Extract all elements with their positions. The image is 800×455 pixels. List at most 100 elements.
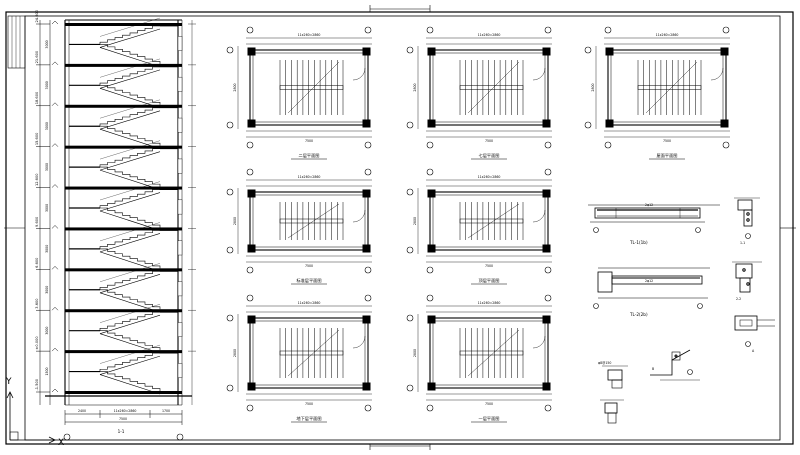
plan-grid-bubble [246, 168, 254, 176]
plan-break-line [467, 203, 520, 239]
handrail [99, 99, 161, 119]
plan-grid-bubble [426, 294, 434, 302]
plan-grid-bubble [406, 314, 414, 322]
section-detail-2-caption: 2-2 [736, 297, 741, 301]
plan-column [362, 189, 371, 198]
plan-dim-bottom: 7500 [663, 139, 671, 143]
plan-door [352, 67, 366, 81]
plan-caption: 标准层平面图 [296, 277, 321, 284]
plan-grid-bubble [722, 26, 730, 34]
plan-grid-bubble [246, 26, 254, 34]
level-height: 1500 [45, 367, 49, 375]
stair-flight [99, 189, 160, 208]
plan-door [352, 209, 366, 223]
section-window [177, 117, 183, 133]
stair-flight [100, 330, 161, 351]
plan-wall-inner [432, 52, 546, 123]
stair-flight [100, 207, 161, 228]
plan-door [710, 67, 724, 81]
section-window [177, 158, 183, 174]
plan-grid-bubble [364, 168, 372, 176]
plan-column [362, 382, 371, 391]
plan-grid-bubble [544, 294, 552, 302]
plan-caption: 地下层平面图 [296, 415, 321, 422]
plan-grid-bubble [406, 188, 414, 196]
stair-flight [100, 85, 161, 105]
plan-grid-bubble [226, 246, 234, 254]
level-triangle [51, 61, 59, 66]
section-window [177, 281, 183, 297]
plan-door [532, 209, 546, 223]
plan-dim-top: 11x260=2860 [478, 301, 501, 305]
section-slab [65, 391, 182, 394]
plan-break-line [287, 203, 340, 239]
section-window [177, 363, 183, 378]
stair-soffit [99, 374, 161, 395]
plan-caption: 二层平面图 [299, 153, 320, 159]
section-dim-total: 7500 [119, 417, 127, 421]
section-caption: 1-1 [118, 429, 125, 434]
plan-column [247, 382, 256, 391]
section-slab [65, 186, 182, 190]
level-triangle [51, 143, 59, 147]
section-slab [65, 268, 182, 272]
plan-grid-bubble [544, 266, 552, 274]
stair-flight [100, 125, 161, 146]
section-dim-3: 1700 [162, 409, 170, 413]
plan-dim-bottom: 7500 [305, 139, 313, 143]
section-floor-group: 24.600300021.600300018.600300015.6003000… [35, 9, 196, 394]
section-dim-2: 11x260=2860 [114, 409, 137, 413]
stair-flight [99, 107, 160, 127]
plan-span: 2800 [413, 217, 417, 225]
plan-dim-top: 11x260=2860 [298, 301, 321, 305]
plan-caption: 一层平面图 [479, 416, 500, 422]
level-triangle [51, 102, 59, 106]
beam-detail-1-note: 2φ12 [645, 203, 653, 207]
stair-soffit [99, 69, 161, 89]
beam-detail-2-caption: TL-2(2b) [629, 312, 648, 317]
section-slab [65, 350, 182, 354]
stair-flight [99, 271, 160, 290]
plan-column [427, 382, 436, 391]
plan-grid-bubble [364, 404, 372, 412]
beam-detail-1-caption: TL-1(1b) [629, 240, 648, 245]
plan-well [279, 85, 344, 90]
plan-column [247, 244, 256, 253]
section-detail-1-caption: 1-1 [740, 241, 745, 245]
plan-column [247, 47, 256, 56]
section-window [177, 36, 183, 51]
plan-group: 11x260=2860 7500 2800 二层平面图 11x260=2860 7500 2… [226, 26, 730, 423]
stair-flight [99, 352, 160, 372]
stair-soffit [99, 110, 161, 130]
level-height: 3000 [45, 81, 49, 89]
level-elevation: 12.600 [35, 173, 39, 186]
section-dim-1: 2400 [78, 409, 86, 413]
level-height: 3000 [45, 327, 49, 335]
section-window [177, 240, 183, 256]
plan-dim-top: 11x260=2860 [298, 33, 321, 37]
plan-door [352, 335, 366, 349]
ucs-y-label: Y [5, 377, 12, 387]
plan-grid-bubble [604, 141, 612, 149]
level-height: 3000 [45, 163, 49, 171]
plan-grid-bubble [584, 121, 592, 129]
plan-door [532, 67, 546, 81]
plan-wall-inner [252, 194, 366, 248]
level-triangle [51, 20, 59, 25]
plan-well [279, 350, 344, 356]
section-window [177, 322, 183, 338]
plan-wall [429, 49, 549, 126]
plan-dim-top: 11x260=2860 [656, 33, 679, 37]
plan-grid-bubble [426, 141, 434, 149]
level-height: 3000 [45, 122, 49, 130]
plan-dim-bottom: 7500 [305, 264, 313, 268]
plan-column [362, 315, 371, 324]
plan-column [247, 119, 256, 128]
handrail [99, 58, 161, 78]
handrail [99, 17, 161, 37]
stair-soffit [99, 169, 161, 190]
plan-wall [249, 317, 369, 389]
section-grid-bubbles [63, 433, 184, 441]
stair-soffit [99, 274, 161, 294]
